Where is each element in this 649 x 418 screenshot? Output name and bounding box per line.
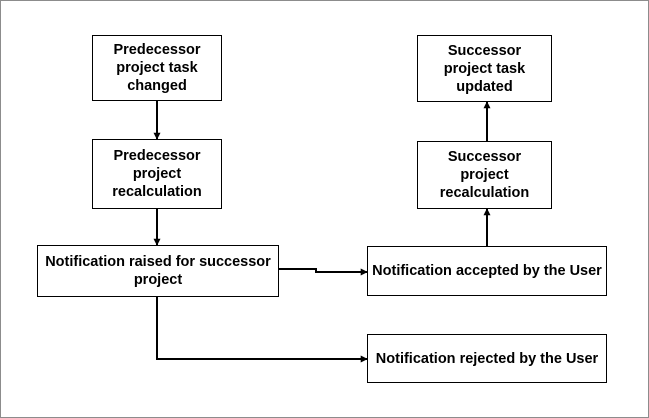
- predecessor-task-changed-box: Predecessor project task changed: [92, 35, 222, 101]
- predecessor-recalculation-box: Predecessor project recalculation: [92, 139, 222, 209]
- successor-task-updated-label: Successor project task updated: [443, 42, 526, 95]
- successor-task-updated-box: Successor project task updated: [417, 35, 552, 102]
- notification-accepted-box: Notification accepted by the User: [367, 246, 607, 296]
- successor-recalculation-box: Successor project recalculation: [417, 141, 552, 209]
- notification-rejected-box: Notification rejected by the User: [367, 334, 607, 383]
- notification-raised-box: Notification raised for successor projec…: [37, 245, 279, 297]
- notification-raised-label: Notification raised for successor projec…: [45, 254, 271, 288]
- notification-rejected-label: Notification rejected by the User: [375, 350, 599, 367]
- predecessor-task-changed-label: Predecessor project task changed: [113, 42, 201, 94]
- notification-accepted-label: Notification accepted by the User: [372, 263, 602, 279]
- arrow-notification-to-rejected: [156, 297, 368, 363]
- arrow-notification-to-accepted: [279, 268, 368, 276]
- successor-recalculation-label: Successor project recalculation: [439, 149, 530, 201]
- predecessor-recalculation-label: Predecessor project recalculation: [112, 148, 202, 200]
